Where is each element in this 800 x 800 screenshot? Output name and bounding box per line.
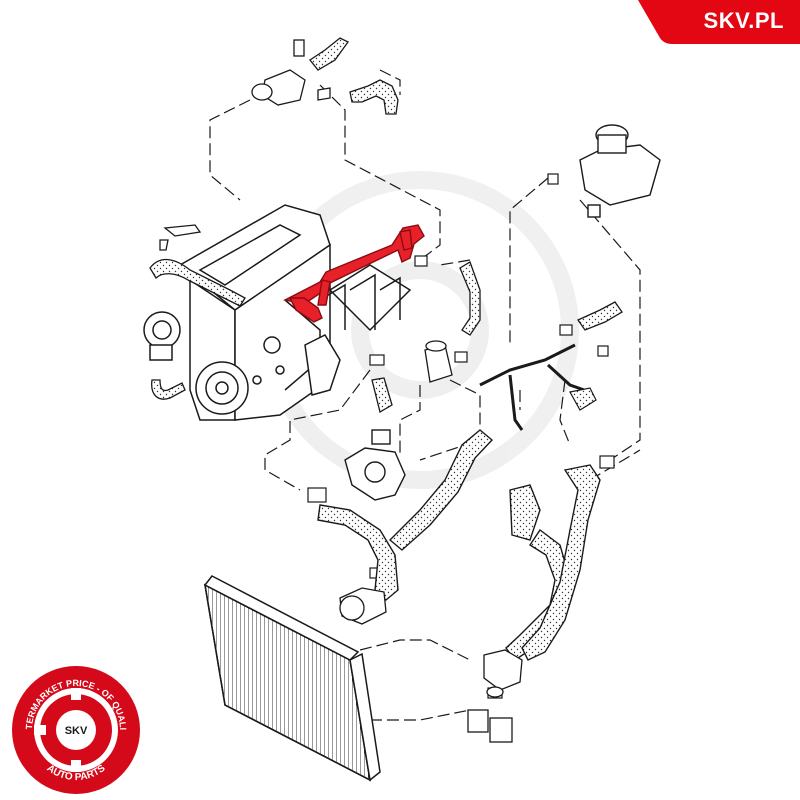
radiator-hoses — [317, 429, 601, 661]
lower-connector — [339, 587, 523, 743]
upper-hose-elbow — [349, 79, 399, 115]
coolant-pipe-highlight — [282, 224, 425, 323]
mid-hoses — [371, 261, 623, 413]
expansion-tank — [579, 124, 661, 218]
auto-parts-seal: AFTERMARKET PRICE - OF QUALITY SKV AUTO … — [8, 662, 140, 794]
sensor-pipe — [159, 224, 202, 251]
small-tube-hose — [569, 387, 597, 411]
brand-label: SKV.PL — [703, 8, 784, 33]
thermostat-housing — [251, 37, 349, 106]
water-pump — [344, 429, 406, 501]
radiator — [203, 575, 381, 782]
leader-lines — [209, 69, 641, 721]
small-hoses — [149, 258, 246, 400]
brand-tab-background — [638, 0, 800, 44]
seal-center-text: SKV — [65, 725, 88, 737]
small-reservoir — [424, 340, 453, 383]
